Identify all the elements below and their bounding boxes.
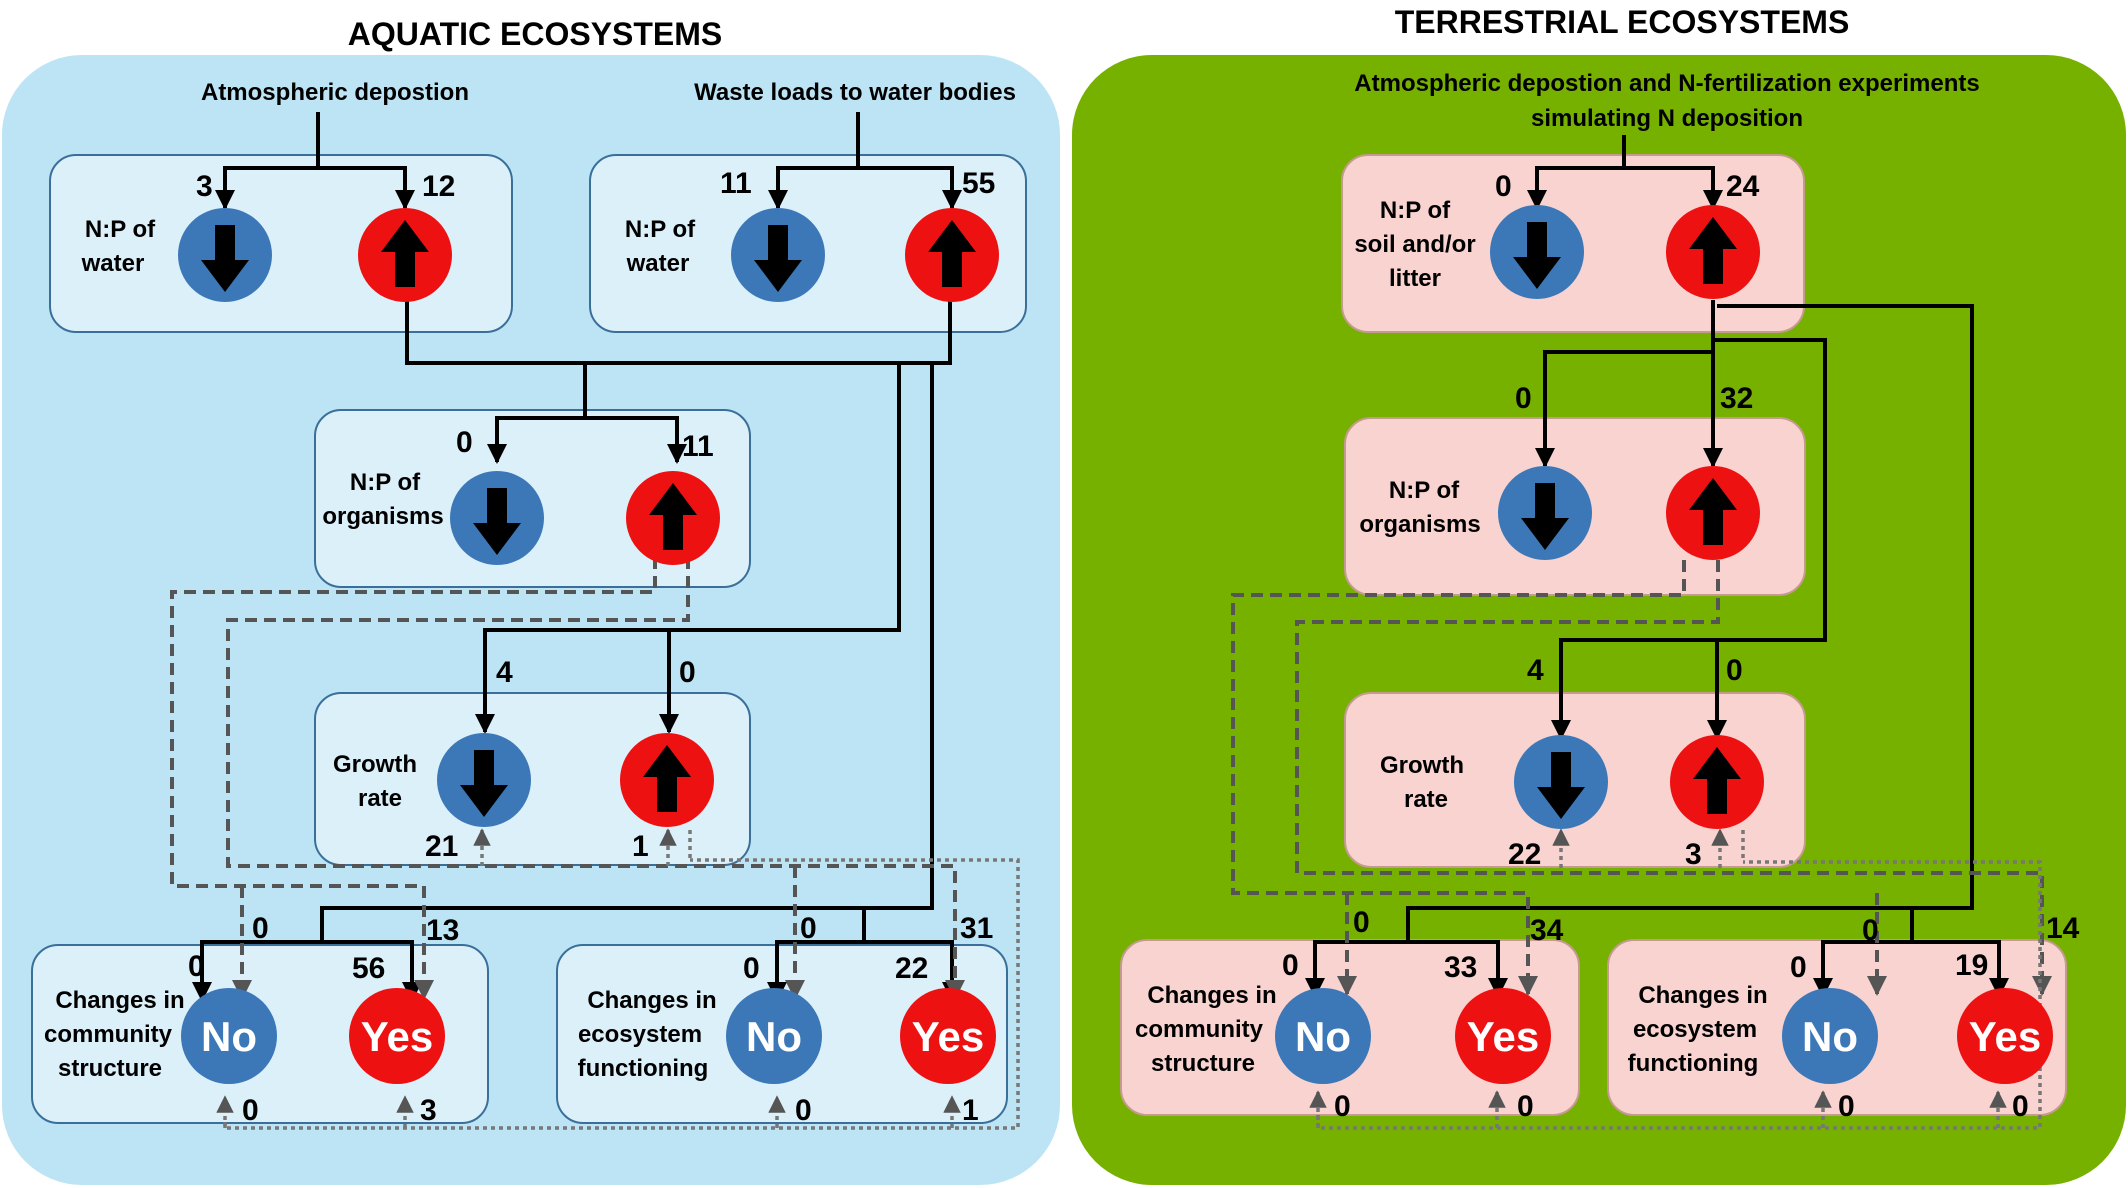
aquatic-organisms-up bbox=[626, 471, 720, 565]
aquatic-title: AQUATIC ECOSYSTEMS bbox=[348, 16, 723, 52]
terrestrial-community-no: No bbox=[1275, 988, 1371, 1084]
terrestrial-functioning-solid-no-count: 0 bbox=[1790, 951, 1807, 984]
svg-text:Yes: Yes bbox=[361, 1013, 433, 1060]
terrestrial-growth-down-bottom-count: 22 bbox=[1508, 838, 1541, 871]
terrestrial-functioning-yes: Yes bbox=[1957, 988, 2053, 1084]
aquatic-panel: AQUATIC ECOSYSTEMS Atmospheric depostion… bbox=[2, 16, 1060, 1185]
terrestrial-growth-up-count: 0 bbox=[1726, 654, 1743, 687]
aquatic-functioning-solid-no-count: 0 bbox=[743, 952, 760, 985]
terrestrial-community-dot-yes-count: 0 bbox=[1517, 1090, 1534, 1123]
aquatic-water-1-up-count: 12 bbox=[422, 170, 455, 203]
aquatic-functioning-no: No bbox=[726, 988, 822, 1084]
svg-text:Yes: Yes bbox=[912, 1013, 984, 1060]
terrestrial-source: Atmospheric depostion and N-fertilizatio… bbox=[1354, 70, 1979, 132]
terrestrial-community-solid-yes-count: 33 bbox=[1444, 951, 1477, 984]
terrestrial-community-dash-no-count: 0 bbox=[1353, 906, 1370, 939]
aquatic-growth-up-bottom-count: 1 bbox=[632, 830, 649, 863]
svg-text:No: No bbox=[1802, 1013, 1858, 1060]
aquatic-dotted-feedback bbox=[216, 828, 1020, 1130]
terrestrial-growth-up-bottom-count: 3 bbox=[1685, 838, 1702, 871]
terrestrial-dotted-feedback bbox=[1309, 828, 2042, 1130]
aquatic-water-2-up bbox=[905, 208, 999, 302]
aquatic-functioning-dash-yes-count: 31 bbox=[960, 912, 993, 945]
aquatic-water-1-down-count: 3 bbox=[196, 170, 213, 203]
terrestrial-community-dash-yes-count: 34 bbox=[1530, 914, 1564, 947]
aquatic-solid-connectors bbox=[192, 112, 962, 1002]
terrestrial-title: TERRESTRIAL ECOSYSTEMS bbox=[1395, 4, 1850, 40]
aquatic-dashed-connectors bbox=[170, 557, 965, 1000]
terrestrial-functioning-dash-no-count: 0 bbox=[1862, 914, 1879, 947]
aquatic-water-2-down bbox=[731, 208, 825, 302]
aquatic-growth-down-bottom-count: 21 bbox=[425, 830, 458, 863]
terrestrial-dashed-connectors bbox=[1231, 560, 2052, 996]
aquatic-community-dash-no-count: 0 bbox=[252, 912, 269, 945]
aquatic-water-1-down bbox=[178, 208, 272, 302]
aquatic-community-solid-yes-count: 56 bbox=[352, 952, 385, 985]
aquatic-water-2-down-count: 11 bbox=[720, 167, 752, 200]
terrestrial-soil-up bbox=[1666, 205, 1760, 299]
aquatic-community-yes: Yes bbox=[349, 988, 445, 1084]
aquatic-water-2-up-count: 55 bbox=[962, 167, 995, 200]
aquatic-organisms-up-count: 11 bbox=[682, 430, 714, 463]
aquatic-growth-down bbox=[437, 733, 531, 827]
terrestrial-panel: TERRESTRIAL ECOSYSTEMS Atmospheric depos… bbox=[1072, 4, 2126, 1185]
terrestrial-organisms-down-count: 0 bbox=[1515, 382, 1532, 415]
terrestrial-growth-up bbox=[1670, 735, 1764, 829]
aquatic-growth-up-count: 0 bbox=[679, 656, 696, 689]
terrestrial-functioning-dot-yes-count: 0 bbox=[2012, 1090, 2029, 1123]
terrestrial-functioning-no: No bbox=[1782, 988, 1878, 1084]
aquatic-growth-down-count: 4 bbox=[496, 656, 513, 689]
svg-text:Yes: Yes bbox=[1467, 1013, 1539, 1060]
aquatic-source-left: Atmospheric depostion bbox=[201, 79, 469, 106]
aquatic-community-no: No bbox=[181, 988, 277, 1084]
aquatic-functioning-dot-no-count: 0 bbox=[795, 1094, 812, 1127]
aquatic-growth-up bbox=[620, 733, 714, 827]
terrestrial-organisms-up-count: 32 bbox=[1720, 382, 1753, 415]
svg-text:No: No bbox=[1295, 1013, 1351, 1060]
terrestrial-community-solid-no-count: 0 bbox=[1282, 949, 1299, 982]
aquatic-community-dot-yes-count: 3 bbox=[420, 1094, 437, 1127]
svg-text:Yes: Yes bbox=[1969, 1013, 2041, 1060]
terrestrial-soil-down bbox=[1490, 205, 1584, 299]
terrestrial-organisms-up bbox=[1666, 466, 1760, 560]
svg-text:No: No bbox=[201, 1013, 257, 1060]
aquatic-source-right: Waste loads to water bodies bbox=[694, 79, 1016, 106]
aquatic-functioning-dot-yes-count: 1 bbox=[962, 1094, 979, 1127]
terrestrial-soil-up-count: 24 bbox=[1726, 170, 1760, 203]
terrestrial-community-dot-no-count: 0 bbox=[1334, 1090, 1351, 1123]
aquatic-functioning-solid-yes-count: 22 bbox=[895, 952, 928, 985]
terrestrial-community-yes: Yes bbox=[1455, 988, 1551, 1084]
terrestrial-growth-down bbox=[1514, 735, 1608, 829]
aquatic-community-solid-no-count: 0 bbox=[188, 950, 205, 983]
aquatic-functioning-yes: Yes bbox=[900, 988, 996, 1084]
aquatic-community-dot-no-count: 0 bbox=[242, 1094, 259, 1127]
terrestrial-growth-down-count: 4 bbox=[1527, 654, 1544, 687]
aquatic-community-dash-yes-count: 13 bbox=[426, 914, 459, 947]
aquatic-functioning-dash-no-count: 0 bbox=[800, 912, 817, 945]
terrestrial-soil-down-count: 0 bbox=[1495, 170, 1512, 203]
aquatic-water-1-up bbox=[358, 208, 452, 302]
aquatic-organisms-down bbox=[450, 471, 544, 565]
terrestrial-organisms-down bbox=[1498, 466, 1592, 560]
terrestrial-functioning-dot-no-count: 0 bbox=[1838, 1090, 1855, 1123]
terrestrial-functioning-solid-yes-count: 19 bbox=[1955, 949, 1988, 982]
terrestrial-functioning-dash-yes-count: 14 bbox=[2046, 912, 2080, 945]
svg-text:No: No bbox=[746, 1013, 802, 1060]
aquatic-organisms-down-count: 0 bbox=[456, 426, 473, 459]
